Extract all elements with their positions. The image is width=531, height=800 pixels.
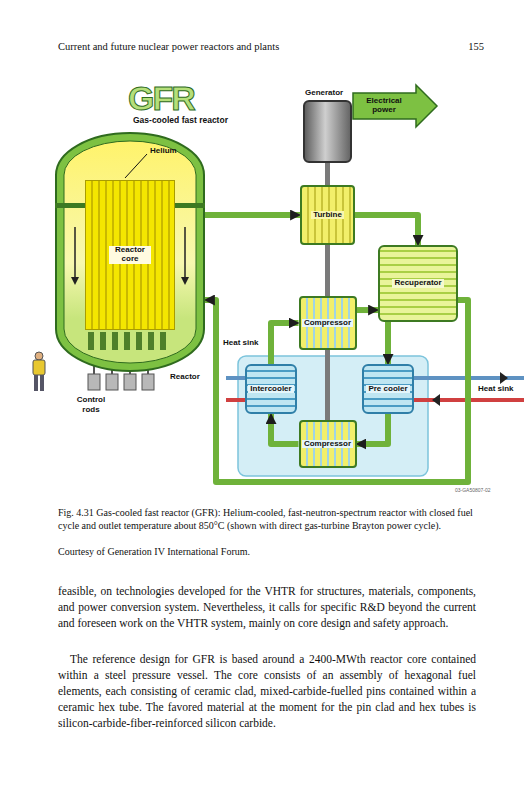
- vessel-interior: [64, 141, 196, 363]
- cold-pipe: [226, 376, 246, 380]
- hot-pipe: [226, 398, 246, 402]
- precooler: Pre cooler: [362, 364, 414, 414]
- flow-arrow: [432, 394, 440, 406]
- torso: [33, 360, 45, 375]
- rod-guide: [100, 332, 106, 350]
- helium-pipe: [357, 307, 379, 313]
- helium-pipe: [271, 323, 299, 364]
- shaft: [325, 350, 330, 420]
- rod-drive: [142, 374, 154, 390]
- part-label: Helium: [150, 146, 177, 156]
- figure-title: Gas-cooled fast reactor: [133, 115, 228, 126]
- compressor: Compressor: [299, 296, 357, 350]
- credit-line: Courtesy of Generation IV International …: [58, 546, 478, 559]
- helium-pipe: [205, 212, 300, 218]
- leader-line: [125, 154, 147, 178]
- flow-arrow: [500, 372, 508, 384]
- flow-arrow: [71, 277, 79, 285]
- page-number: 155: [440, 40, 484, 53]
- rod-guide: [160, 332, 166, 350]
- rod-guide: [136, 332, 142, 350]
- rod-guide: [112, 332, 118, 350]
- intercooler: Intercooler: [245, 364, 297, 414]
- cooling-panel: [238, 356, 428, 476]
- leg: [40, 375, 44, 391]
- part-label: Heat sink: [478, 384, 514, 394]
- component-label: Electrical power: [359, 97, 409, 115]
- shaft: [325, 245, 330, 296]
- component-label: Reactor core: [109, 246, 151, 264]
- electrical-power-arrow: Electrical power: [352, 84, 438, 128]
- component-label: Recuperator: [392, 279, 443, 288]
- helium-pipe: [385, 322, 391, 364]
- leg: [34, 375, 38, 391]
- helium-pipe: [355, 215, 418, 245]
- arrow-shape: [353, 85, 437, 127]
- rod-drive: [124, 374, 136, 390]
- component-label: Compressor: [302, 440, 353, 449]
- rod-guide: [148, 332, 154, 350]
- component-label: Generator: [303, 89, 345, 98]
- human-figure: [33, 352, 45, 391]
- flow-line: [184, 227, 186, 277]
- helium-pipe: [357, 414, 389, 444]
- turbine: Turbine: [300, 185, 355, 245]
- helium-pipe: [205, 300, 468, 482]
- recuperator: Recuperator: [378, 245, 458, 322]
- logo-text: GFR: [128, 82, 194, 114]
- body-paragraph: feasible, on technologies developed for …: [58, 583, 476, 631]
- compressor: Compressor: [299, 420, 357, 468]
- part-label: Control rods: [68, 395, 114, 415]
- running-head: Current and future nuclear power reactor…: [58, 40, 438, 53]
- flow-arrow: [181, 277, 189, 285]
- figure-caption: Fig. 4.31 Gas-cooled fast reactor (GFR):…: [58, 506, 478, 532]
- component-label: Reactor: [168, 373, 202, 382]
- rod-guide: [124, 332, 130, 350]
- reactor-vessel: ReactorReactor core: [55, 132, 205, 372]
- component-label: Intercooler: [248, 385, 293, 394]
- head: [35, 352, 43, 360]
- part-label: Heat sink: [223, 338, 259, 348]
- component-label: Turbine: [311, 211, 344, 220]
- figure-code: 03-GA50807-02: [455, 487, 491, 493]
- rod-drive: [106, 374, 118, 390]
- flow-line: [74, 227, 76, 277]
- vessel-wall: [56, 133, 204, 371]
- component-label: Pre cooler: [366, 385, 409, 394]
- reactor-core: Reactor core: [85, 180, 175, 330]
- shaft: [325, 163, 330, 185]
- rod-drive: [88, 374, 100, 390]
- component-label: Compressor: [302, 319, 353, 328]
- rod-guide: [88, 332, 94, 350]
- generator: Generator: [303, 100, 352, 163]
- body-paragraph: The reference design for GFR is based ar…: [58, 651, 476, 731]
- helium-pipe: [271, 414, 299, 444]
